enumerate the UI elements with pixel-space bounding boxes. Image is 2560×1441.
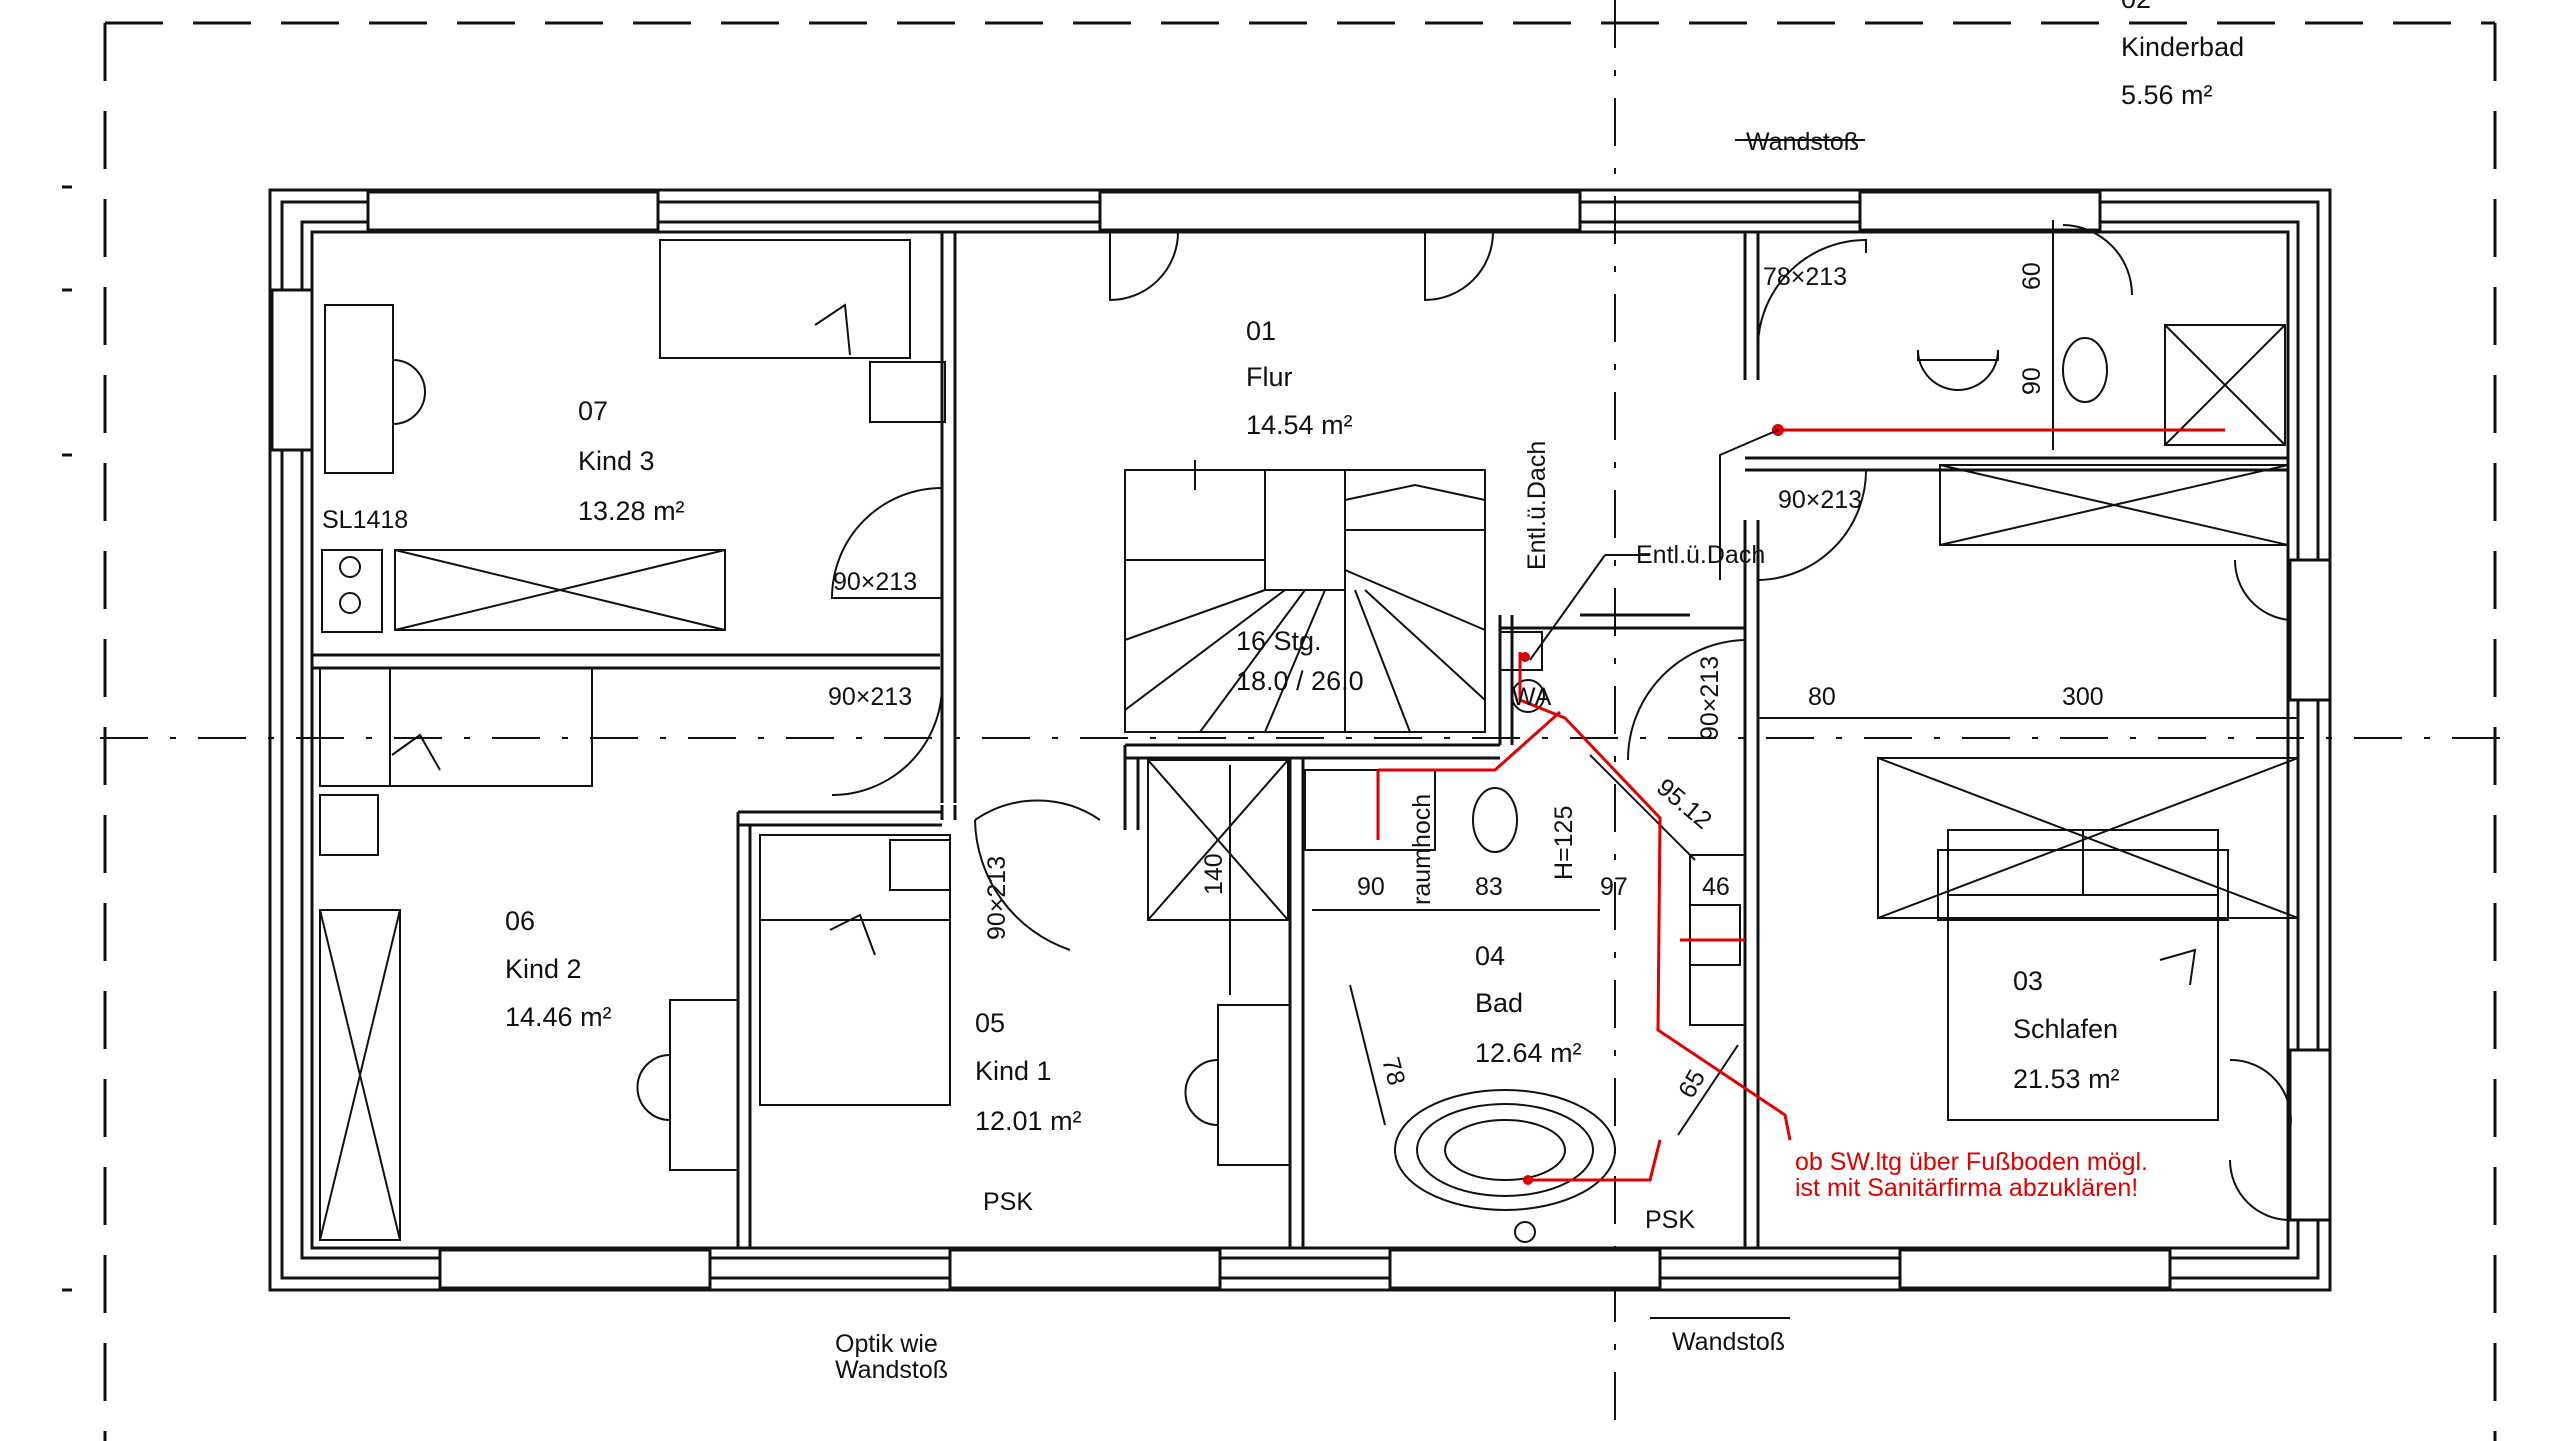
raumhoch: raumhoch: [1408, 794, 1436, 905]
stair-labels: 16 Stg. 18.0 / 26.0: [1236, 626, 1364, 696]
kind1-name: Kind 1: [975, 1056, 1052, 1086]
door-kinderbad: 78×213: [1763, 263, 1847, 291]
left-margin-ticks: [62, 185, 72, 1292]
leader-lines: [1529, 429, 1779, 661]
dim-140: 140: [1200, 853, 1228, 895]
kind3-number: 07: [578, 396, 608, 426]
flur-area: 14.54 m²: [1246, 410, 1353, 440]
kinderbad-number: 02: [2121, 0, 2151, 14]
sanitary-lines: [1376, 428, 2225, 1182]
kind1-number: 05: [975, 1008, 1005, 1038]
interior-walls: [312, 232, 2288, 1248]
sl-code: SL1418: [322, 506, 408, 534]
dim-300: 300: [2062, 683, 2104, 711]
wa-symbol: WA: [1512, 683, 1552, 711]
door-schlafen-top: 90×213: [1778, 486, 1862, 514]
wandstoss-bottom: Wandstoß: [1672, 1328, 1785, 1356]
kind3-name: Kind 3: [578, 446, 655, 476]
bad-name: Bad: [1475, 988, 1523, 1018]
kind2-number: 06: [505, 906, 535, 936]
optik-line1: Optik wie: [835, 1330, 938, 1358]
axis-lines: [100, 0, 2500, 1441]
stair: [1124, 460, 1486, 733]
dim-90-bad: 90: [1357, 873, 1385, 901]
kinderbad-name: Kinderbad: [2121, 32, 2244, 62]
flur-number: 01: [1246, 316, 1276, 346]
dimension-labels: 60 90 80 300 140 90 83 97 46 78 65: [1200, 262, 2104, 1103]
dim-78: 78: [1376, 1054, 1410, 1088]
kind3-area: 13.28 m²: [578, 496, 685, 526]
bad-number: 04: [1475, 941, 1505, 971]
flur-name: Flur: [1246, 362, 1293, 392]
kind2-name: Kind 2: [505, 954, 582, 984]
kind2-area: 14.46 m²: [505, 1002, 612, 1032]
kind1-area: 12.01 m²: [975, 1106, 1082, 1136]
psk-left: PSK: [983, 1188, 1033, 1216]
dimension-lines: [1229, 139, 2298, 1319]
door-kind2: 90×213: [828, 683, 912, 711]
schlafen-number: 03: [2013, 966, 2043, 996]
entl-vertical: Entl.ü.Dach: [1523, 441, 1551, 570]
dim-65: 65: [1673, 1065, 1711, 1103]
dim-80: 80: [1808, 683, 1836, 711]
dim-97: 97: [1600, 873, 1628, 901]
door-swings: [830, 224, 2292, 1221]
h125: H=125: [1550, 806, 1578, 880]
door-labels: 78×213 90×213 90×213 90×213 90×213 90×21…: [828, 263, 1862, 940]
dim-46: 46: [1702, 873, 1730, 901]
exterior-walls: [268, 188, 2332, 1292]
note-line1: ob SW.ltg über Fußboden mögl.: [1795, 1148, 2148, 1176]
stair-steps: 16 Stg.: [1236, 626, 1322, 656]
furniture: [319, 239, 2299, 1243]
door-kind1: 90×213: [983, 856, 1011, 940]
dim-90-kinderbad: 90: [2018, 367, 2046, 395]
psk-right: PSK: [1645, 1206, 1695, 1234]
schlafen-name: Schlafen: [2013, 1014, 2118, 1044]
bad-area: 12.64 m²: [1475, 1038, 1582, 1068]
dim-60: 60: [2018, 262, 2046, 290]
windows: [270, 190, 2332, 1290]
schlafen-area: 21.53 m²: [2013, 1064, 2120, 1094]
dim-83: 83: [1475, 873, 1503, 901]
optik-line2: Wandstoß: [835, 1356, 948, 1384]
annotations: Wandstoß Wandstoß Optik wie Wandstoß Ent…: [322, 128, 2148, 1384]
dashed-frame: [103, 21, 2497, 1441]
stair-ratio: 18.0 / 26.0: [1236, 666, 1364, 696]
wandstoss-top: Wandstoß: [1746, 128, 1859, 156]
entl-horizontal: Entl.ü.Dach: [1636, 541, 1765, 569]
room-labels: 02 Kinderbad 5.56 m² 01 Flur 14.54 m² 07…: [505, 0, 2244, 1136]
note-line2: ist mit Sanitärfirma abzuklären!: [1795, 1174, 2138, 1202]
door-kind3: 90×213: [833, 568, 917, 596]
door-bad: 90×213: [1696, 656, 1724, 740]
kinderbad-area: 5.56 m²: [2121, 80, 2213, 110]
